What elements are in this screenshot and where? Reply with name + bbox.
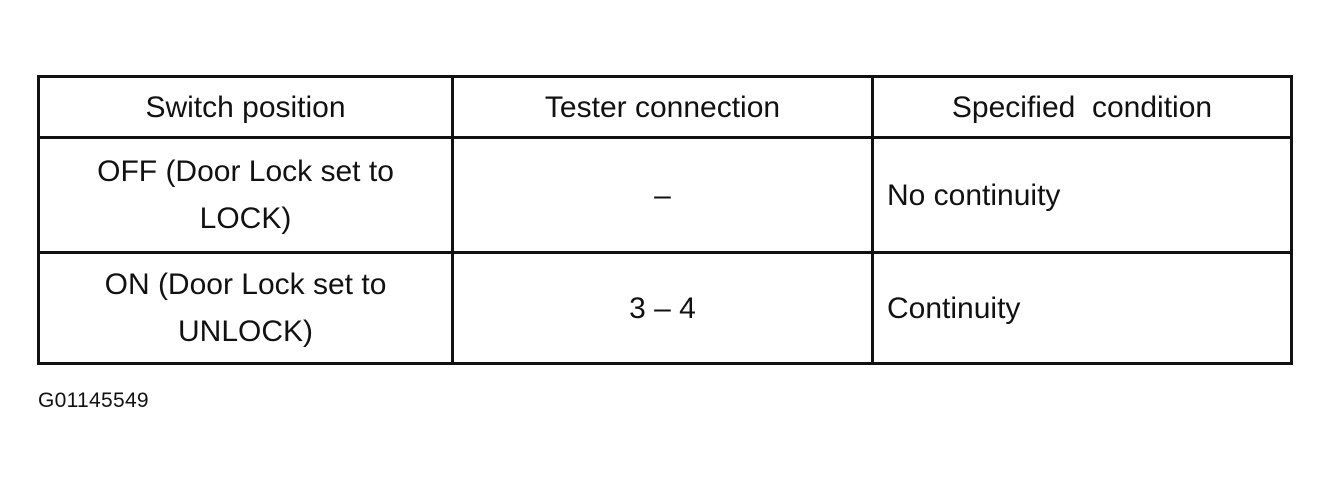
header-specified-condition: Specified condition (871, 75, 1293, 139)
switch-inspection-table: Switch position Tester connection Specif… (37, 75, 1293, 365)
cell-tester-connection: 3 – 4 (451, 251, 874, 365)
cell-switch-position: OFF (Door Lock set to LOCK) (37, 136, 454, 254)
switch-position-text: ON (Door Lock set to UNLOCK) (104, 268, 387, 348)
cell-tester-connection: – (451, 136, 874, 254)
table-header-row: Switch position Tester connection Specif… (37, 75, 1293, 139)
figure-id: G01145549 (38, 389, 149, 412)
table-row: ON (Door Lock set to UNLOCK) 3 – 4 Conti… (37, 251, 1293, 365)
cell-switch-position: ON (Door Lock set to UNLOCK) (37, 251, 454, 365)
table-row: OFF (Door Lock set to LOCK) – No continu… (37, 136, 1293, 254)
cell-specified-condition: Continuity (871, 251, 1293, 365)
header-switch-position: Switch position (37, 75, 454, 139)
header-tester-connection: Tester connection (451, 75, 874, 139)
switch-position-text: OFF (Door Lock set to LOCK) (97, 155, 394, 235)
cell-specified-condition: No continuity (871, 136, 1293, 254)
